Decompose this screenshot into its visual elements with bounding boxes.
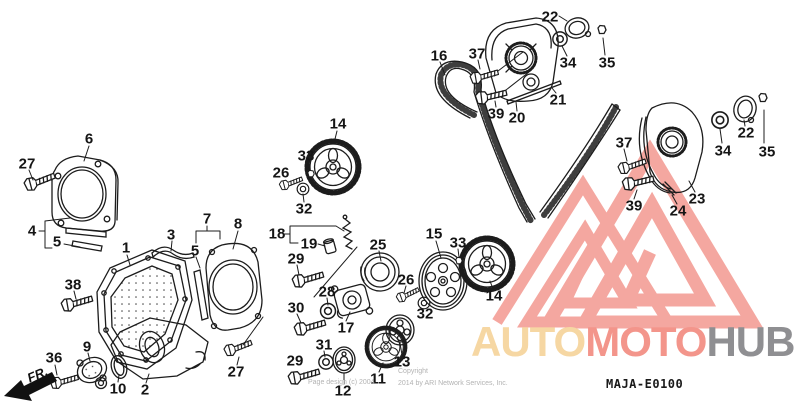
callout-28: 28 — [318, 283, 336, 301]
callout-37-b: 37 — [615, 134, 633, 152]
part-2-lower-cover — [110, 317, 209, 380]
callout-24: 24 — [669, 202, 687, 220]
part-34-seal-right — [711, 111, 729, 129]
callout-33-b: 33 — [449, 234, 467, 252]
callout-23: 23 — [688, 190, 706, 208]
callout-16: 16 — [430, 47, 448, 65]
part-33-key-top — [307, 169, 315, 178]
callout-39-a: 39 — [487, 105, 505, 123]
diagram-code: MAJA-E0100 — [606, 377, 684, 391]
part-22-gasket-right — [733, 95, 757, 124]
callout-34-a: 34 — [559, 54, 577, 72]
callout-13: 13 — [393, 353, 411, 371]
callout-37-a: 37 — [468, 45, 486, 63]
part-14-cam-sprocket-right — [461, 238, 513, 290]
callout-38: 38 — [64, 276, 82, 294]
callout-25: 25 — [369, 236, 387, 254]
part-13-plate-disc — [385, 314, 415, 346]
part-9-cover-plate — [76, 356, 108, 390]
part-5-gasket-strip — [71, 240, 103, 252]
callout-33-a: 33 — [297, 147, 315, 165]
part-34-seal-top — [552, 31, 568, 47]
part-33-key-right — [455, 256, 463, 265]
callout-31: 31 — [315, 336, 333, 354]
part-6-rear-cover — [51, 155, 119, 238]
callout-5-a: 5 — [52, 233, 62, 251]
callout-8: 8 — [233, 215, 243, 233]
callout-17: 17 — [337, 319, 355, 337]
part-10-gasket-ring — [110, 355, 128, 379]
watermark-brand-text: AUTOMOTOHUB — [471, 318, 794, 365]
callout-32-b: 32 — [416, 305, 434, 323]
callout-34-b: 34 — [714, 142, 732, 160]
callout-22-a: 22 — [541, 8, 559, 26]
part-38-bolt — [59, 291, 95, 314]
part-14-cam-sprocket-top — [307, 141, 359, 193]
part-1-timing-cover — [96, 249, 193, 370]
callout-19: 19 — [300, 235, 318, 253]
callout-11: 11 — [370, 370, 386, 388]
part-22-gasket-top — [564, 17, 592, 39]
part-15-pulley — [418, 251, 468, 311]
callout-27-b: 27 — [227, 363, 245, 381]
part-16-timing-belt — [434, 60, 621, 224]
callout-2: 2 — [140, 381, 150, 399]
front-direction-arrow — [4, 372, 57, 401]
callout-1: 1 — [121, 239, 131, 257]
callout-22-b: 22 — [737, 124, 755, 142]
callout-30: 30 — [287, 299, 305, 317]
copyright-line-2: Page design (c) 2004 — [308, 379, 375, 386]
part-8-backing-plate — [193, 242, 263, 331]
callout-7: 7 — [202, 210, 212, 228]
watermark-triangle-logo — [492, 139, 764, 329]
part-32-washer-top — [296, 182, 310, 196]
callout-29-b: 29 — [286, 352, 304, 370]
part-28-washer — [319, 302, 337, 320]
callout-21: 21 — [549, 91, 567, 109]
callout-32-a: 32 — [295, 200, 313, 218]
callout-20: 20 — [508, 109, 526, 127]
callout-9: 9 — [82, 338, 92, 356]
callout-4: 4 — [27, 222, 37, 240]
copyright-line-1: Copyright — [398, 368, 428, 375]
part-25-idler-pulley — [360, 252, 400, 292]
callout-26-a: 26 — [272, 164, 290, 182]
callout-35-b: 35 — [758, 143, 776, 161]
part-30-bolt — [292, 315, 328, 338]
callout-15: 15 — [425, 225, 443, 243]
callout-12: 12 — [334, 382, 352, 400]
callout-14-b: 14 — [485, 287, 503, 305]
callout-29-a: 29 — [287, 250, 305, 268]
part-31-washer — [318, 354, 334, 370]
callout-36: 36 — [45, 349, 63, 367]
part-19-collar — [322, 238, 337, 255]
callout-10: 10 — [109, 380, 127, 398]
callout-5-b: 5 — [190, 242, 200, 260]
part-35-bolt-top — [597, 24, 607, 35]
callout-3: 3 — [166, 226, 176, 244]
part-27-bolt-center — [222, 336, 254, 359]
callout-14-a: 14 — [329, 115, 347, 133]
part-21-rod — [506, 80, 562, 105]
callout-39-b: 39 — [625, 197, 643, 215]
part-35-bolt-right — [758, 92, 768, 103]
callout-leader-lines — [28, 15, 765, 385]
copyright-line-3: 2014 by ARI Network Services, Inc. — [398, 380, 508, 387]
part-24-pin — [662, 181, 677, 196]
part-18-spring — [341, 214, 354, 250]
callout-18: 18 — [268, 225, 286, 243]
callout-26-b: 26 — [397, 271, 415, 289]
callout-35-a: 35 — [598, 54, 616, 72]
part-17-tensioner — [330, 283, 374, 319]
part-12-disc — [332, 346, 356, 374]
callout-27-a: 27 — [18, 155, 36, 173]
callout-6: 6 — [84, 130, 94, 148]
part-3-gasket — [151, 246, 195, 260]
